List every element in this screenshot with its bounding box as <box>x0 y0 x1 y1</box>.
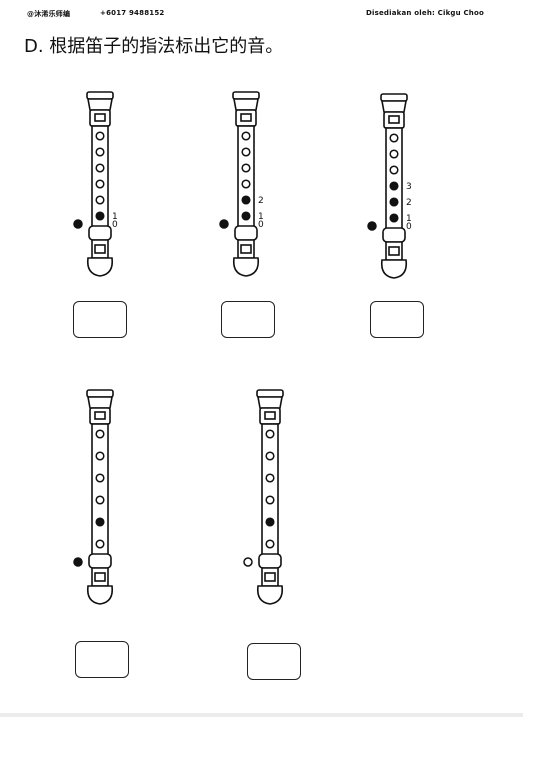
recorder-head <box>380 93 408 102</box>
recorder-svg: 3 2 10 <box>367 93 412 279</box>
hole-open <box>265 429 275 439</box>
recorder-svg <box>243 389 284 605</box>
hole-open <box>265 451 275 461</box>
recorder-bell <box>256 585 284 605</box>
recorder-bell <box>232 257 260 277</box>
finger-number-label: 0 <box>406 222 412 232</box>
body-joint <box>88 553 112 569</box>
foot-hole-icon <box>388 246 400 256</box>
finger-number-label: 1 <box>258 212 264 222</box>
hole-open <box>241 131 251 141</box>
hole-open <box>95 429 105 439</box>
finger-number-label: 1 <box>406 214 412 224</box>
finger-number-label: 0 <box>112 220 118 230</box>
hole-open <box>95 473 105 483</box>
foot-hole-icon <box>94 572 106 582</box>
finger-number-label: 3 <box>406 182 412 192</box>
page-title: D. 根据笛子的指法标出它的音。 <box>24 36 284 57</box>
window-icon <box>388 115 400 124</box>
hole-open <box>265 495 275 505</box>
hole-open <box>95 539 105 549</box>
hole-closed <box>241 195 251 205</box>
foot-hole-icon <box>264 572 276 582</box>
hole-open <box>241 163 251 173</box>
thumb-hole-closed <box>367 221 377 231</box>
hole-closed <box>95 517 105 527</box>
hole-open <box>95 451 105 461</box>
hole-open <box>265 539 275 549</box>
window-icon <box>264 411 276 420</box>
recorder-bell <box>380 259 408 279</box>
recorder-svg <box>73 389 114 605</box>
hole-open <box>95 495 105 505</box>
finger-number-label: 1 <box>112 212 118 222</box>
page-bottom-edge <box>0 713 523 717</box>
foot-hole-icon <box>94 244 106 254</box>
hole-open <box>241 147 251 157</box>
finger-number-label: 2 <box>406 198 412 208</box>
recorder-diagram-5 <box>240 388 310 627</box>
answer-box-5[interactable] <box>247 643 301 680</box>
body-joint <box>382 227 406 243</box>
window-icon <box>240 113 252 122</box>
hole-open <box>95 131 105 141</box>
hole-open <box>95 147 105 157</box>
header-phone: +6017 9488152 <box>100 9 165 17</box>
body-joint <box>258 553 282 569</box>
hole-open <box>241 179 251 189</box>
recorder-head <box>256 389 284 398</box>
finger-number-label: 0 <box>258 220 264 230</box>
thumb-hole-closed <box>219 219 229 229</box>
hole-open <box>389 149 399 159</box>
recorder-diagram-4 <box>70 388 140 627</box>
foot-hole-icon <box>240 244 252 254</box>
finger-number-label: 2 <box>258 196 264 206</box>
hole-closed <box>389 213 399 223</box>
thumb-hole-closed <box>73 557 83 567</box>
hole-closed <box>389 181 399 191</box>
hole-open <box>265 473 275 483</box>
window-icon <box>94 113 106 122</box>
hole-open <box>95 179 105 189</box>
recorder-body <box>91 423 109 559</box>
recorder-body <box>261 423 279 559</box>
recorder-bell <box>86 585 114 605</box>
answer-box-4[interactable] <box>75 641 129 678</box>
recorder-bell <box>86 257 114 277</box>
body-joint <box>234 225 258 241</box>
answer-box-2[interactable] <box>221 301 275 338</box>
answer-box-1[interactable] <box>73 301 127 338</box>
recorder-svg: 2 10 <box>219 91 264 277</box>
recorder-svg: 10 <box>73 91 118 277</box>
hole-closed <box>389 197 399 207</box>
hole-closed <box>95 211 105 221</box>
answer-box-3[interactable] <box>370 301 424 338</box>
thumb-hole-closed <box>73 219 83 229</box>
hole-closed <box>241 211 251 221</box>
window-icon <box>94 411 106 420</box>
hole-closed <box>265 517 275 527</box>
hole-open <box>95 195 105 205</box>
recorder-head <box>86 91 114 100</box>
recorder-head <box>232 91 260 100</box>
header-credit: Disediakan oleh: Cikgu Choo <box>366 9 484 17</box>
recorder-head <box>86 389 114 398</box>
body-joint <box>88 225 112 241</box>
thumb-hole-open <box>243 557 253 567</box>
hole-open <box>95 163 105 173</box>
hole-open <box>389 165 399 175</box>
header-author: @沐浠乐师编 <box>27 10 71 18</box>
hole-open <box>389 133 399 143</box>
